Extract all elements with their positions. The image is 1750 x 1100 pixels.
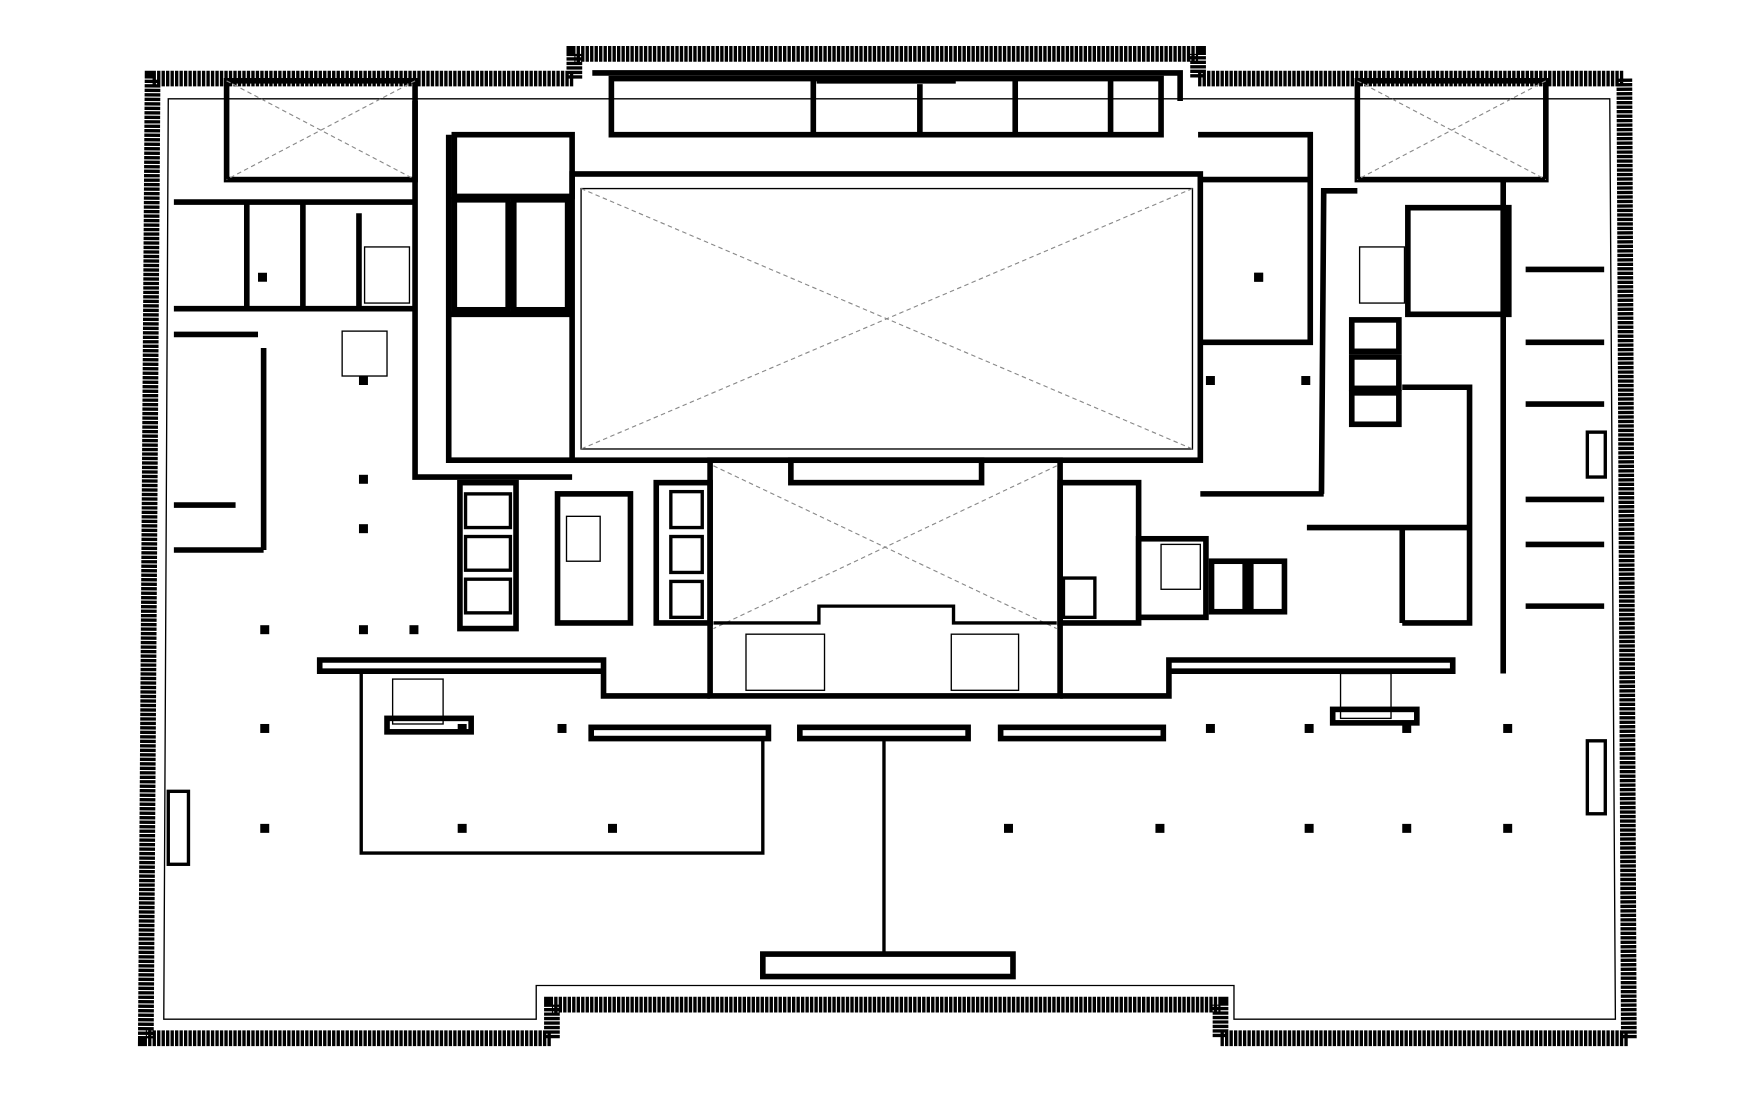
- stair-core-top-left: [223, 78, 418, 183]
- structural-columns: [258, 272, 1513, 833]
- left-rooms: [173, 101, 575, 553]
- center-cores: [457, 479, 1209, 632]
- stair-core-top-right: [1354, 78, 1549, 183]
- secondary-hall-void: [707, 457, 1063, 699]
- top-service-rooms: [592, 70, 1183, 138]
- main-hall-void: [569, 171, 1204, 464]
- stairs: [341, 246, 1406, 725]
- right-rooms: [1198, 131, 1607, 816]
- exterior-wall: [137, 46, 1637, 1047]
- lower-walls: [166, 657, 1456, 980]
